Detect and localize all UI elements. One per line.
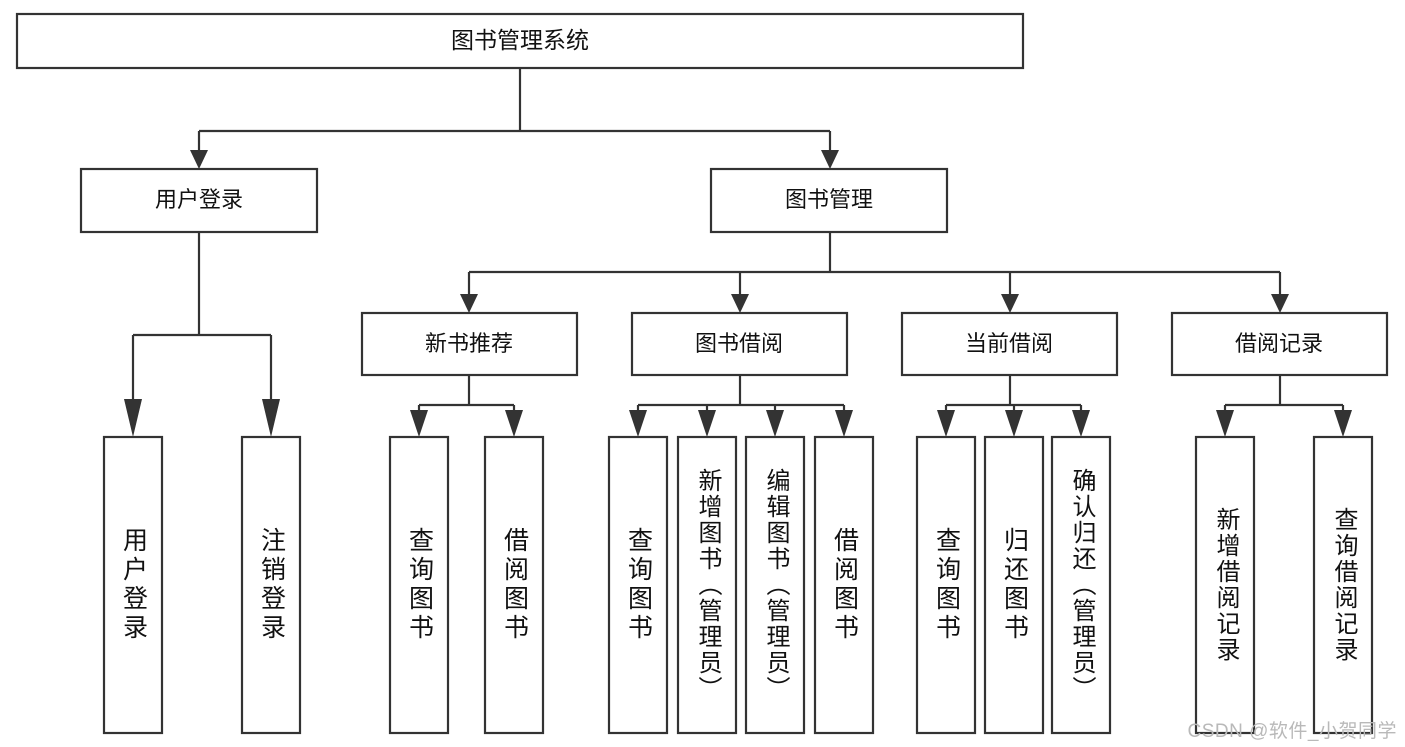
leaf-user-login-1[interactable] (102, 435, 164, 735)
arrow-head-icon (190, 150, 208, 169)
leaf-book-borrow-1[interactable] (607, 435, 669, 735)
leaf-current-borrow-3[interactable] (1050, 435, 1112, 735)
node-new-book-recommend[interactable] (360, 311, 579, 377)
arrow-head-icon (698, 410, 716, 437)
node-book-management-label: 图书管理 (785, 187, 873, 212)
arrow-head-icon (821, 150, 839, 169)
node-borrow-record-label: 借阅记录 (1235, 331, 1323, 356)
csdn-watermark: CSDN @软件_小贺同学 (1187, 721, 1397, 742)
arrow-head-icon (460, 294, 478, 313)
node-current-borrow[interactable] (900, 311, 1119, 377)
node-root[interactable] (15, 12, 1025, 70)
arrow-head-icon (1216, 410, 1234, 437)
arrow-head-icon (124, 399, 142, 437)
arrow-head-icon (1005, 410, 1023, 437)
arrow-head-icon (505, 410, 523, 437)
arrow-head-icon (1072, 410, 1090, 437)
leaf-current-borrow-2[interactable] (983, 435, 1045, 735)
arrow-head-icon (766, 410, 784, 437)
node-book-borrow-label: 图书借阅 (695, 331, 783, 356)
arrow-head-icon (1334, 410, 1352, 437)
arrow-head-icon (835, 410, 853, 437)
node-new-book-recommend-label: 新书推荐 (425, 331, 513, 356)
arrow-head-icon (1001, 294, 1019, 313)
leaf-new-book-1[interactable] (388, 435, 450, 735)
node-current-borrow-label: 当前借阅 (965, 331, 1053, 356)
leaf-book-borrow-4[interactable] (813, 435, 875, 735)
leaf-borrow-record-2[interactable] (1312, 435, 1374, 735)
arrow-head-icon (937, 410, 955, 437)
leaf-user-login-2[interactable] (240, 435, 302, 735)
leaf-borrow-record-1[interactable] (1194, 435, 1256, 735)
node-borrow-record[interactable] (1170, 311, 1389, 377)
node-book-borrow[interactable] (630, 311, 849, 377)
arrow-head-icon (1271, 294, 1289, 313)
arrow-head-icon (731, 294, 749, 313)
leaf-current-borrow-1[interactable] (915, 435, 977, 735)
leaf-book-borrow-3[interactable] (744, 435, 806, 735)
arrow-head-icon (262, 399, 280, 437)
node-root-label: 图书管理系统 (451, 27, 589, 53)
leaf-book-borrow-2[interactable] (676, 435, 738, 735)
arrow-head-icon (410, 410, 428, 437)
arrow-head-icon (629, 410, 647, 437)
leaf-new-book-2[interactable] (483, 435, 545, 735)
node-user-login-label: 用户登录 (155, 187, 243, 212)
node-book-management[interactable] (709, 167, 949, 234)
node-user-login[interactable] (79, 167, 319, 234)
